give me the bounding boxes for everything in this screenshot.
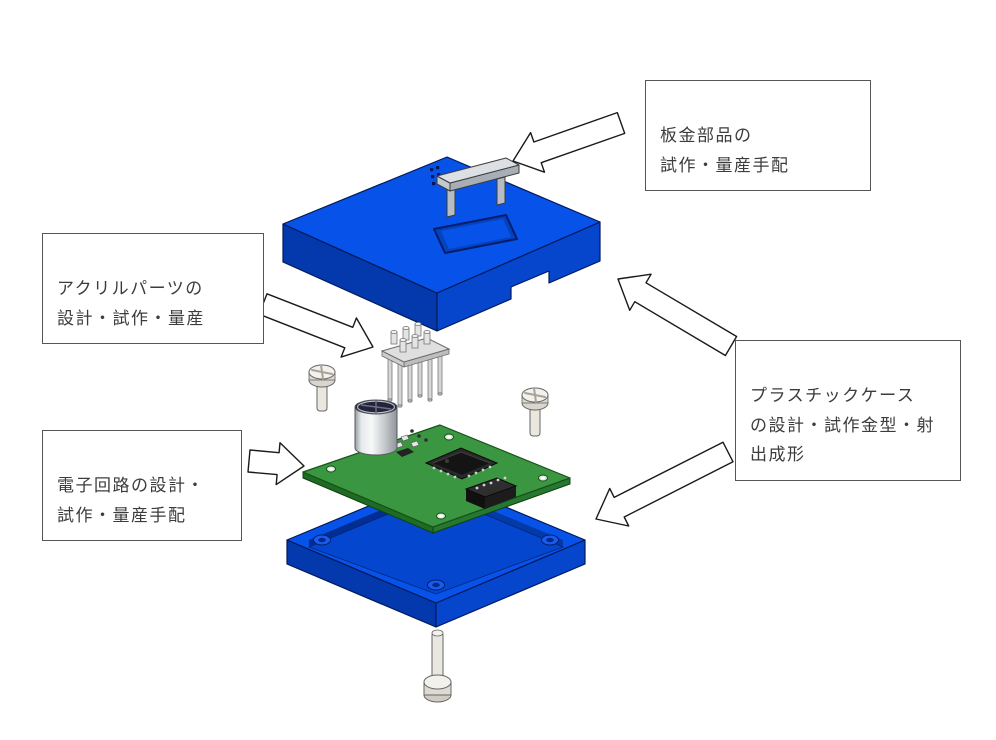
arrow-to-bottom-case xyxy=(595,441,734,527)
acrylic-light-pipes xyxy=(380,321,451,408)
ic-chip xyxy=(424,447,499,480)
screw-right xyxy=(521,387,549,437)
phillips-cross-icon xyxy=(524,387,546,403)
screw-boss xyxy=(313,534,331,546)
connector xyxy=(464,476,518,509)
pcb-hole xyxy=(326,465,336,473)
arrow-to-top-case xyxy=(617,273,738,357)
label-acrylic-parts-text: アクリルパーツの 設計・試作・量産 xyxy=(57,278,205,328)
screw-boss xyxy=(541,534,559,546)
label-sheet-metal-parts: 板金部品の 試作・量産手配 xyxy=(645,80,871,192)
arrow-to-light-pipes xyxy=(258,293,374,358)
label-circuit-design: 電子回路の設計・ 試作・量産手配 xyxy=(42,430,242,542)
pcb-hole xyxy=(444,433,454,441)
sheet-metal-bracket xyxy=(436,157,520,218)
screw-left xyxy=(308,364,336,412)
screw-boss xyxy=(427,579,445,591)
light-pipe-nubs xyxy=(390,321,431,353)
phillips-cross-icon xyxy=(311,364,333,380)
label-acrylic-parts: アクリルパーツの 設計・試作・量産 xyxy=(42,233,264,345)
capacitor xyxy=(354,399,398,456)
bracket-leg xyxy=(446,187,456,218)
circuit-board xyxy=(302,399,571,534)
bracket-leg xyxy=(496,176,506,206)
smd-components xyxy=(394,429,428,457)
case-display-window xyxy=(433,214,518,254)
plastic-top-case xyxy=(282,156,601,332)
screw-bottom xyxy=(423,629,452,703)
callout-arrows xyxy=(247,111,738,527)
pcb-hole xyxy=(538,474,548,482)
arrow-to-circuit-board xyxy=(247,442,305,486)
light-pipe-rods xyxy=(387,349,443,408)
label-sheet-metal-parts-text: 板金部品の 試作・量産手配 xyxy=(660,125,790,175)
label-circuit-design-text: 電子回路の設計・ 試作・量産手配 xyxy=(57,475,205,525)
label-plastic-case: プラスチックケース の設計・試作金型・射 出成形 xyxy=(735,340,961,481)
arrow-to-sheet-metal-bracket xyxy=(512,111,626,173)
pcb-hole xyxy=(436,512,446,520)
label-plastic-case-text: プラスチックケース の設計・試作金型・射 出成形 xyxy=(750,385,935,465)
